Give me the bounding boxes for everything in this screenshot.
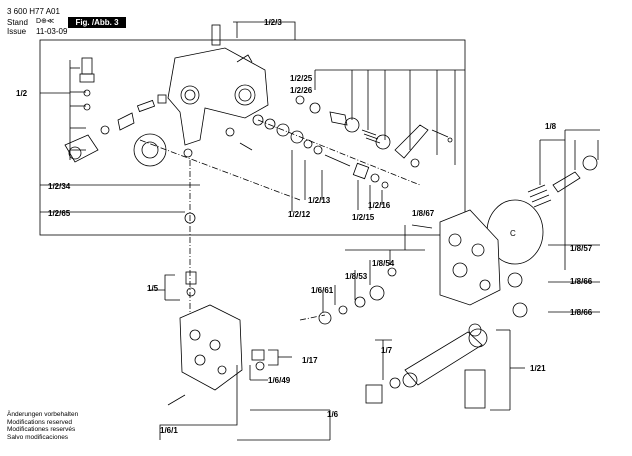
callout-1-2-25: 1/2/25 (290, 74, 313, 83)
callout-1-8: 1/8 (545, 122, 557, 131)
callout-1-8-66-b: 1/8/66 (570, 308, 593, 317)
upper-group-frame (39, 39, 466, 236)
flag-icon: D⊕≪ (36, 18, 55, 25)
callout-1-21: 1/21 (530, 364, 546, 373)
callout-1-2-65: 1/2/65 (48, 209, 71, 218)
callout-1-2-26: 1/2/26 (290, 86, 313, 95)
callout-1-2-13: 1/2/13 (308, 196, 331, 205)
figure-label: Fig. /Abb. 3 (68, 17, 126, 28)
callout-1-2-15: 1/2/15 (352, 213, 375, 222)
callout-1-8-53: 1/8/53 (345, 272, 368, 281)
notice-en: Modifications reserved (7, 418, 73, 426)
callout-1-8-67: 1/8/67 (412, 209, 435, 218)
stand-label: Stand (7, 18, 28, 27)
callout-1-17: 1/17 (302, 356, 318, 365)
issue-date: 11-03-09 (36, 27, 68, 36)
callout-1-6-61: 1/6/61 (311, 286, 334, 295)
callout-1-6: 1/6 (327, 410, 339, 419)
callout-1-6-1: 1/6/1 (160, 426, 178, 435)
callout-1-2-12: 1/2/12 (288, 210, 311, 219)
callout-1-8-54: 1/8/54 (372, 259, 395, 268)
callout-1-2-3: 1/2/3 (264, 18, 282, 27)
issue-label: Issue (7, 27, 27, 36)
modifications-notice: Änderungen vorbehalten Modifications res… (7, 411, 78, 441)
notice-de: Änderungen vorbehalten (7, 411, 79, 418)
callout-1-7: 1/7 (381, 346, 393, 355)
callout-1-2: 1/2 (16, 89, 28, 98)
callout-1-8-57: 1/8/57 (570, 244, 593, 253)
label-c: C (510, 229, 516, 238)
notice-fr: Modificationes reservés (7, 426, 76, 433)
callout-1-5: 1/5 (147, 284, 159, 293)
callout-1-8-66-a: 1/8/66 (570, 277, 593, 286)
callout-1-2-34: 1/2/34 (48, 182, 71, 191)
notice-es: Salvo modificaciones (7, 433, 69, 441)
callout-1-6-49: 1/6/49 (268, 376, 291, 385)
callout-1-2-16: 1/2/16 (368, 201, 391, 210)
document-number: 3 600 H77 A01 (7, 7, 60, 16)
